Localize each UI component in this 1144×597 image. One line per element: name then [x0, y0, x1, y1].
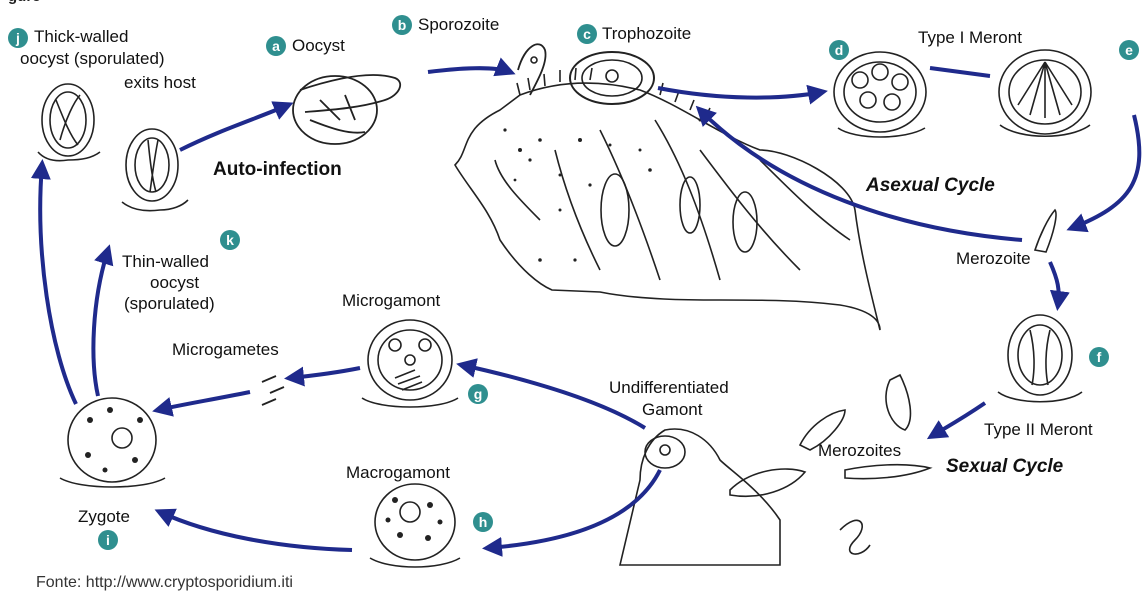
stage-f-badge: f [1089, 347, 1109, 367]
stage-e-badge: e [1119, 40, 1139, 60]
arrow-trophozoite-to-meront [658, 88, 822, 98]
zygote-illustration [60, 398, 165, 487]
arrow-meront-to-merozoite [1072, 115, 1139, 228]
microgamont-illustration [362, 320, 458, 407]
thick-walled-label-line3: exits host [124, 73, 196, 93]
type-two-meront-label: Type II Meront [984, 420, 1093, 440]
thick-walled-label-line1: Thick-walled [34, 27, 128, 47]
stage-b-badge: b [392, 15, 412, 35]
sexual-cycle-label: Sexual Cycle [946, 457, 1063, 477]
undifferentiated-gamont-line2: Gamont [642, 400, 702, 420]
thin-walled-oocyst-illustration [122, 129, 188, 211]
arrow-thin-oocyst-to-oocyst [180, 105, 288, 150]
macrogamont-illustration [370, 484, 460, 567]
stage-g-badge: g [468, 384, 488, 404]
oocyst-label: Oocyst [292, 36, 345, 56]
arrow-zygote-to-thin-oocyst [93, 250, 108, 396]
thin-walled-label-line2: oocyst [150, 273, 199, 293]
type-two-meront-illustration [998, 315, 1082, 402]
type-one-meront-label: Type I Meront [918, 28, 1022, 48]
source-credit: Fonte: http://www.cryptosporidium.iti [36, 574, 293, 592]
arrow-type-two-to-merozoites [932, 403, 985, 436]
arrow-merozoite-to-type-two-meront [1050, 262, 1059, 305]
sporozoite-label: Sporozoite [418, 15, 499, 35]
merozoites-label: Merozoites [818, 441, 901, 461]
thin-walled-label-line3: (sporulated) [124, 294, 215, 314]
arrow-microgametes-to-zygote [158, 392, 250, 410]
stage-k-badge: k [220, 230, 240, 250]
stage-j-badge: j [8, 28, 28, 48]
thin-walled-label-line1: Thin-walled [122, 252, 209, 272]
arrow-microgamont-to-microgametes [290, 368, 360, 378]
microgametes-label: Microgametes [172, 340, 279, 360]
stage-d-badge: d [829, 40, 849, 60]
merozoite-illustration [1035, 210, 1056, 252]
microgametes-illustration [262, 376, 284, 405]
microgamont-label: Microgamont [342, 291, 440, 311]
trophozoite-label: Trophozoite [602, 24, 691, 44]
stage-c-badge: c [577, 24, 597, 44]
auto-infection-label: Auto-infection [213, 160, 342, 180]
undifferentiated-gamont-illustration [620, 429, 805, 565]
arrow-gamont-to-macrogamont [488, 470, 660, 548]
sexual-merozoites-illustration [800, 375, 930, 554]
type-one-meront-illustration [834, 50, 1091, 137]
thick-walled-oocyst-illustration [38, 84, 100, 161]
zygote-label: Zygote [78, 507, 130, 527]
arrow-macrogamont-to-zygote [160, 512, 352, 550]
merozoite-label: Merozoite [956, 249, 1031, 269]
arrow-zygote-to-thick-oocyst [40, 165, 76, 404]
oocyst-excysting-illustration [293, 75, 400, 144]
arrow-meront-connector [930, 68, 990, 76]
asexual-cycle-label: Asexual Cycle [866, 176, 995, 196]
macrogamont-label: Macrogamont [346, 463, 450, 483]
thick-walled-label-line2: oocyst (sporulated) [20, 49, 165, 69]
arrow-oocyst-to-sporozoite [428, 68, 510, 72]
stage-i-badge: i [98, 530, 118, 550]
undifferentiated-gamont-line1: Undifferentiated [609, 378, 729, 398]
stage-a-badge: a [266, 36, 286, 56]
stage-h-badge: h [473, 512, 493, 532]
